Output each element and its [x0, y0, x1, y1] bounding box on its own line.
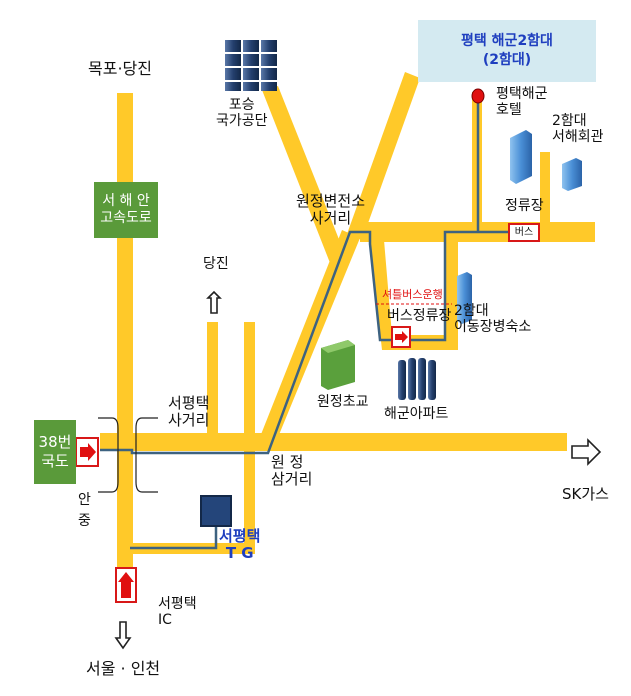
red-car-icon — [115, 567, 137, 603]
road-northeast — [347, 72, 420, 240]
road-dangjin-spur-1 — [207, 322, 218, 433]
route38-label: 38번 국도 — [34, 420, 76, 484]
navy-apartment-buildings — [398, 358, 436, 400]
seohae-hall-label: 2함대 서해회관 — [552, 113, 604, 146]
dangjin-label: 당진 — [203, 256, 229, 272]
arrow-skgas-right — [571, 438, 602, 466]
seohae-hall-building — [562, 158, 582, 191]
poseung-complex-label: 포승 국가공단 — [216, 97, 268, 130]
hotel-building — [510, 130, 532, 184]
wonjeong-substation-label: 원정변전소 사거리 — [296, 192, 366, 228]
navy-apartment-label: 해군아파트 — [384, 406, 449, 422]
red-dot-icon — [471, 88, 485, 104]
shuttle-bus-label: 셔틀버스운행 — [382, 288, 443, 301]
road-diagonal-main — [258, 230, 360, 442]
outline-arrow-icon — [114, 290, 602, 650]
destination-box: 평택 해군2함대 (2함대) — [418, 20, 596, 82]
route-line — [100, 229, 512, 455]
bus-stop-top-label: 정류장 — [505, 198, 544, 214]
seopyeongtaek-tg-label: 서평택 T G — [219, 527, 261, 563]
destination-subtitle: (2함대) — [482, 52, 532, 68]
tollgate-building — [200, 495, 232, 527]
bus-sign: 버스 — [508, 223, 540, 242]
mokpo-dangjin-label: 목포·당진 — [88, 59, 152, 78]
navy-hotel-label: 평택해군 호텔 — [496, 86, 548, 119]
arrow-dangjin-up — [206, 290, 222, 314]
fleet2-lodging-label: 2함대 이동장병숙소 — [454, 303, 532, 336]
seopyeongtaek-junction-label: 서평택 사거리 — [168, 394, 210, 430]
seopyeongtaek-ic-label: 서평택 IC — [158, 596, 197, 629]
road-poseung — [262, 86, 348, 268]
seohaean-expressway-label: 서 해 안 고속도로 — [94, 182, 158, 238]
wonjeong-3way-label: 원 정 삼거리 — [271, 453, 313, 489]
road-vertical-west — [117, 93, 133, 580]
road-busstop-loop — [370, 240, 458, 350]
poseung-buildings — [225, 40, 277, 91]
anjung-label: 안 중 — [78, 492, 91, 529]
red-car-icon — [75, 437, 99, 467]
seoul-incheon-label: 서울 · 인천 — [86, 659, 161, 678]
lodging-building — [457, 272, 472, 324]
destination-title: 평택 해군2함대 — [461, 33, 553, 50]
road-to-seohae-hall — [540, 152, 550, 224]
school-building — [321, 340, 355, 390]
bus-stop-mid-label: 버스정류장 — [387, 308, 452, 324]
anjung-bracket — [98, 417, 158, 493]
arrow-seoul-down — [114, 621, 132, 650]
road-dangjin-spur-2 — [244, 322, 255, 548]
wonjeong-school-label: 원정초교 — [317, 394, 369, 410]
red-car-icon — [391, 326, 411, 348]
road-main-horizontal — [100, 433, 567, 451]
sk-gas-label: SK가스 — [562, 485, 609, 503]
